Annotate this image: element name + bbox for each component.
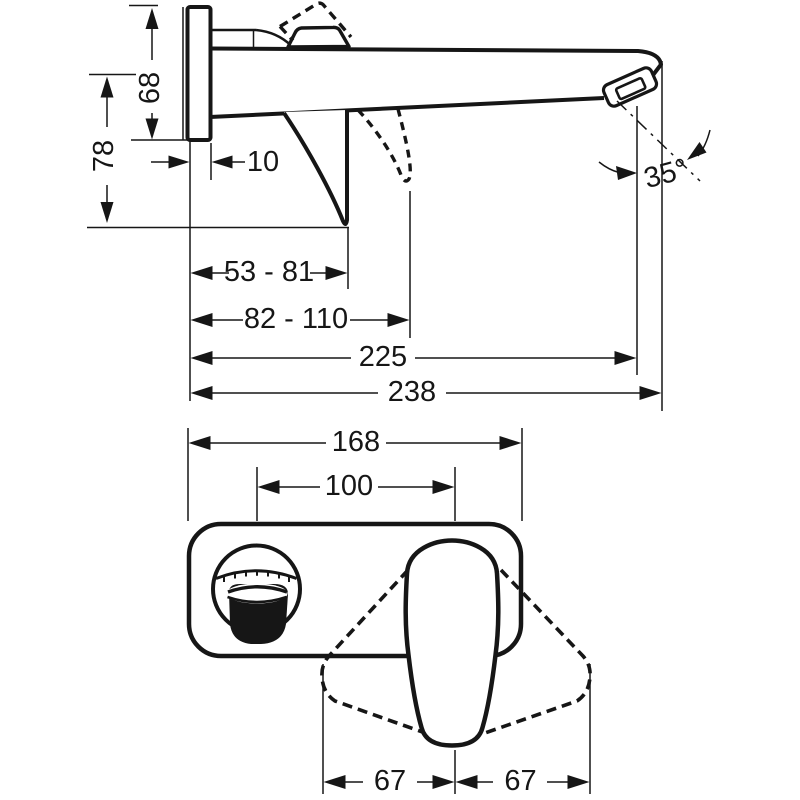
dim67L-arrow-right (432, 775, 455, 789)
dim225-arrow-right (614, 351, 637, 365)
dim-total-projection: 238 (388, 376, 436, 408)
dim238-arrow-right (639, 386, 662, 400)
handle-side-solid (286, 25, 351, 49)
dim168-arrow-left (188, 436, 211, 450)
spout-base-trim-outline (282, 110, 349, 226)
dim5381-arrow-right (325, 266, 348, 280)
dim100-arrow-left (257, 480, 280, 494)
spray-axis-centerline (616, 100, 701, 182)
dim-spout-base-range: 53 - 81 (224, 256, 314, 288)
dim168-arrow-right (499, 436, 522, 450)
dim-swing-right: 67 (504, 765, 536, 797)
side-view: 35° 68 78 10 53 - 81 (87, 1, 711, 411)
dim82110-arrow-left (190, 313, 213, 327)
dim-spout-to-handle: 100 (325, 470, 373, 502)
dim100-arrow-right (432, 480, 455, 494)
spout-bottom-edge (209, 96, 605, 119)
dim-spray-angle: 35° (641, 153, 692, 195)
dim67R-arrow-left (455, 775, 478, 789)
handle-side-open-dashed-edge (278, 25, 295, 42)
dim5381-arrow-left (190, 266, 213, 280)
dim-plate-width: 168 (332, 426, 380, 458)
dim-height-to-base: 78 (88, 140, 120, 172)
angle-arrow-left-tail (598, 161, 620, 174)
dim78-arrow-down (100, 202, 114, 223)
aerator-front-rim-top (227, 585, 288, 594)
dim238-arrow-left (190, 386, 213, 400)
angle-arrow-left-head (616, 166, 637, 180)
dim82110-arrow-right (387, 313, 410, 327)
angle-arrow-right-head (687, 142, 707, 160)
dim10-arrow-left (211, 155, 233, 169)
dim67R-arrow-right (567, 775, 590, 789)
dim68-arrow-up (145, 8, 159, 29)
handle-side-open-dashed (279, 1, 353, 39)
dim68-arrow-down (145, 118, 159, 140)
dim-plate-height: 68 (134, 72, 166, 104)
dim10-arrow-right (168, 155, 190, 169)
spout-top-edge (209, 46, 663, 81)
dim67L-arrow-left (323, 775, 346, 789)
spout-outlet-ticks (223, 569, 290, 582)
aerator-front-rim-bottom (227, 595, 287, 604)
dim78-arrow-up (100, 76, 114, 98)
aerator-face (614, 76, 647, 101)
handle-front-swing-left-dashed (320, 568, 429, 736)
handle-side-down-dashed (356, 108, 412, 183)
handle-front-swing-right-dashed (481, 568, 592, 736)
wall-plate-profile (185, 5, 213, 142)
handle-front-solid (403, 538, 501, 748)
dim-aerator-projection: 225 (359, 341, 407, 373)
aerator (601, 66, 659, 108)
dim-handle-tip-range: 82 - 110 (244, 303, 348, 335)
dim225-arrow-left (190, 351, 213, 365)
front-view: 168 100 67 67 (186, 426, 592, 797)
dim-plate-depth: 10 (247, 146, 279, 178)
dim-swing-left: 67 (374, 765, 406, 797)
